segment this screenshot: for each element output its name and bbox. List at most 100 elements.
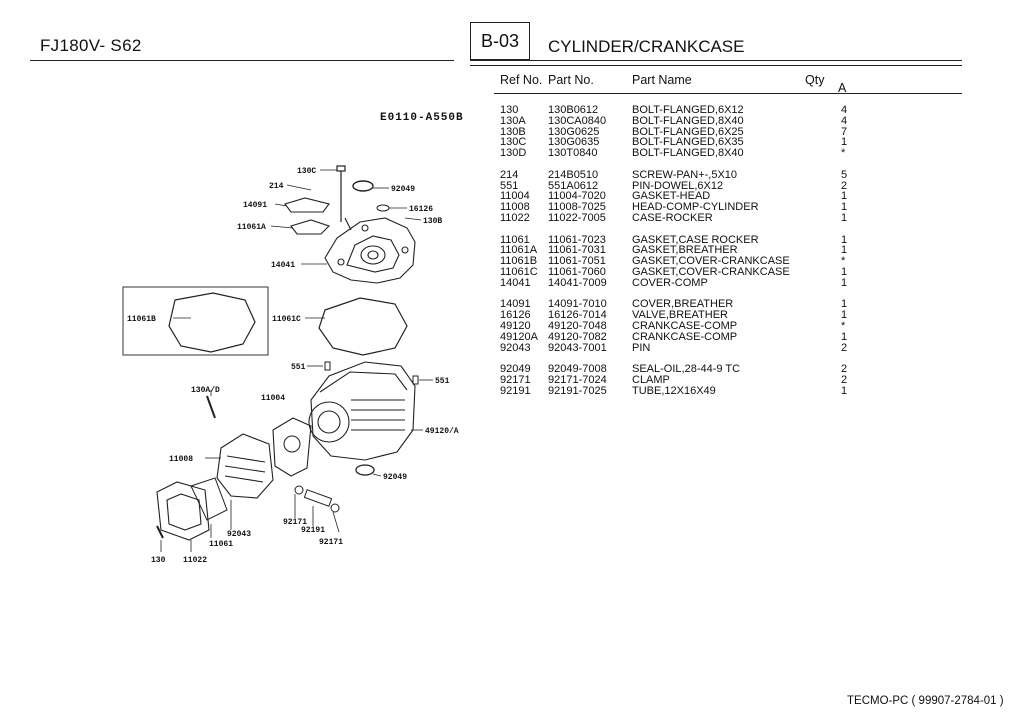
model-title: FJ180V- S62 [40, 36, 142, 55]
qty-cell: 7 [841, 125, 848, 138]
ref-no-cell: 130 [500, 104, 519, 116]
qty-cell: 5 [841, 168, 848, 181]
part-no-cell: 11004-7020 [548, 190, 606, 203]
callout-11061: 11061 [209, 540, 233, 549]
part-name-cell: PIN-DOWEL,6X12 [632, 179, 724, 192]
part-no-cell: 130G0625 [548, 125, 600, 138]
exploded-parts-diagram: E0110-A550B [122, 112, 463, 565]
part-no-cell: 92049-7008 [548, 363, 607, 376]
part-no-cell: 130T0840 [548, 147, 598, 160]
part-name-cell: VALVE,BREATHER [632, 309, 728, 322]
callout-11061b: 11061B [127, 315, 156, 324]
ref-no-cell: 130A [500, 114, 526, 127]
qty-cell: 1 [841, 201, 848, 214]
ref-no-cell: 49120A [500, 330, 538, 343]
qty-cell: * [841, 319, 846, 332]
qty-cell: 2 [841, 179, 848, 192]
ref-no-cell: 11004 [500, 190, 530, 203]
part-name-cell: SCREW-PAN+-,5X10 [632, 168, 738, 181]
section-code-box: B-03 [470, 22, 530, 60]
gasket-11061b-drawing [168, 292, 256, 353]
callout-11061c: 11061C [272, 315, 301, 324]
callout-92049-top: 92049 [391, 185, 415, 194]
part-no-cell: 49120-7082 [548, 330, 607, 343]
col-header-qty-a: A [838, 81, 847, 95]
ref-no-cell: 92171 [500, 373, 531, 386]
part-name-cell: GASKET,COVER-CRANKCASE [632, 265, 790, 278]
callout-11008: 11008 [169, 455, 193, 464]
tube-drawing [303, 489, 333, 507]
qty-cell: 4 [841, 114, 848, 127]
ref-no-cell: 92191 [500, 384, 531, 397]
part-name-cell: GASKET-HEAD [632, 190, 711, 203]
section-title: CYLINDER/CRANKCASE [548, 37, 745, 56]
ref-no-cell: 11061A [500, 244, 538, 257]
qty-cell: 1 [841, 298, 848, 311]
part-name-cell: GASKET,BREATHER [632, 244, 738, 257]
ref-no-cell: 92043 [500, 341, 531, 354]
qty-cell: 1 [841, 309, 848, 322]
callout-551-left: 551 [291, 363, 306, 372]
ref-no-cell: 130B [500, 125, 526, 138]
callout-11022: 11022 [183, 556, 207, 565]
qty-cell: 2 [841, 373, 848, 386]
part-name-cell: CASE-ROCKER [632, 211, 713, 224]
ref-no-cell: 130D [500, 147, 527, 160]
part-name-cell: BOLT-FLANGED,8X40 [632, 147, 744, 160]
gasket-detail-box [122, 286, 269, 356]
callout-11004: 11004 [261, 394, 285, 403]
qty-cell: 2 [841, 341, 848, 354]
callout-92171-a: 92171 [283, 518, 307, 527]
ref-no-cell: 11008 [500, 201, 530, 214]
part-no-cell: 92043-7001 [548, 341, 607, 354]
part-name-cell: PIN [632, 341, 651, 354]
ref-no-cell: 11061C [500, 265, 538, 278]
part-no-cell: 11061-7031 [548, 244, 606, 257]
qty-cell: 1 [841, 276, 848, 289]
oil-seal-drawing [352, 180, 374, 192]
part-name-cell: COVER,BREATHER [632, 298, 734, 311]
ref-no-cell: 11022 [500, 211, 530, 224]
leader-lines [160, 169, 433, 552]
header-rule-right [470, 60, 962, 61]
part-no-cell: 130B0612 [548, 104, 599, 116]
callout-130b: 130B [423, 217, 442, 226]
gasket-11061c-drawing [318, 297, 408, 356]
part-no-cell: 11061-7060 [548, 265, 606, 278]
part-name-cell: TUBE,12X16X49 [632, 384, 716, 397]
part-name-cell: GASKET,COVER-CRANKCASE [632, 255, 790, 268]
part-name-cell: GASKET,CASE ROCKER [632, 233, 759, 246]
callout-11061a: 11061A [237, 223, 266, 232]
ref-no-cell: 92049 [500, 363, 531, 376]
part-no-cell: 92171-7024 [548, 373, 607, 386]
oil-seal-lower-drawing [355, 464, 375, 476]
col-header-part-no: Part No. [548, 73, 594, 87]
crankcase-cover-drawing [324, 217, 416, 284]
head-gasket-drawing [272, 417, 312, 477]
callout-551-right: 551 [435, 377, 450, 386]
breather-cover-drawing [284, 197, 330, 213]
part-name-cell: CRANKCASE-COMP [632, 330, 738, 343]
crankcase-drawing [308, 361, 416, 461]
part-no-cell: 11022-7005 [548, 211, 606, 224]
part-name-cell: BOLT-FLANGED,6X25 [632, 125, 744, 138]
part-no-cell: 49120-7048 [548, 319, 607, 332]
part-no-cell: 11061-7051 [548, 255, 606, 268]
ref-no-cell: 11061B [500, 255, 538, 268]
qty-cell: 1 [841, 330, 848, 343]
part-name-cell: COVER-COMP [632, 276, 708, 289]
callout-92049-bottom: 92049 [383, 473, 407, 482]
callout-214: 214 [269, 182, 284, 191]
footer-catalog-code: TECMO-PC ( 99907-2784-01 ) [847, 695, 1004, 707]
part-name-cell: BOLT-FLANGED,6X12 [632, 104, 744, 116]
qty-cell: * [841, 255, 846, 268]
callout-14041: 14041 [271, 261, 295, 270]
qty-cell: 1 [841, 233, 848, 246]
callout-16126: 16126 [409, 205, 433, 214]
col-header-part-name: Part Name [632, 73, 692, 87]
callout-92043: 92043 [227, 530, 251, 539]
qty-cell: 1 [841, 211, 848, 224]
rocker-case-drawing [156, 481, 210, 541]
callout-92171-b: 92171 [319, 538, 343, 547]
part-no-cell: 130CA0840 [548, 114, 607, 127]
